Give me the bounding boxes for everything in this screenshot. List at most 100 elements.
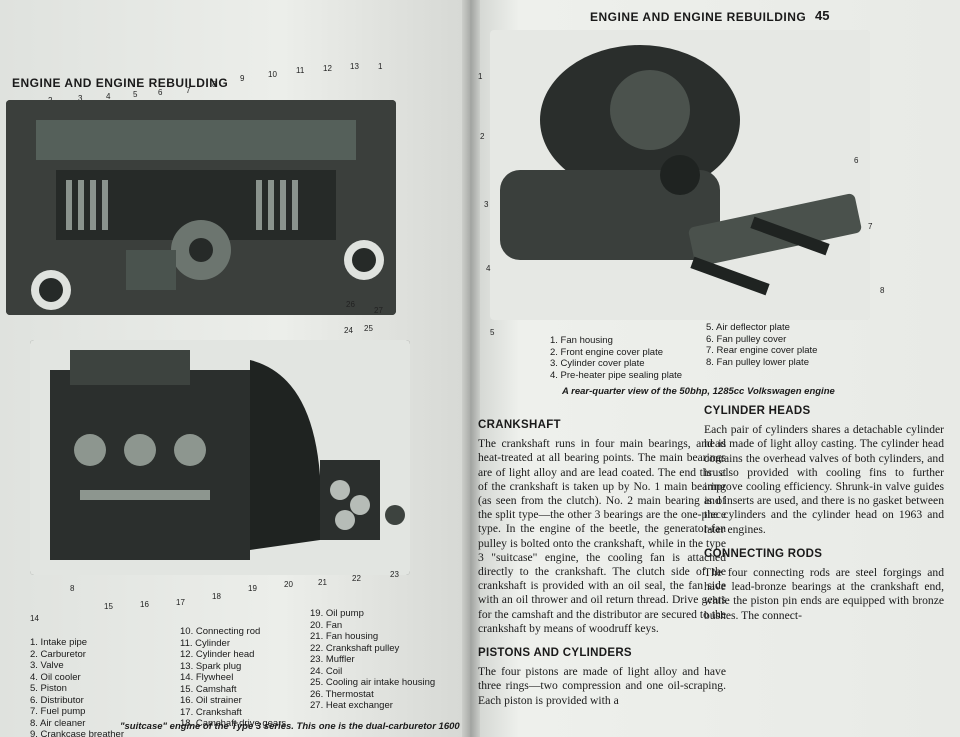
callout-number: 5 — [490, 328, 495, 337]
crankshaft-text: The crankshaft runs in four main bearing… — [478, 437, 726, 635]
callout-number: 20 — [284, 580, 293, 589]
engine-rear-quarter-figure — [490, 30, 870, 320]
legend-item: 23. Muffler — [310, 654, 355, 665]
callout-number: 12 — [323, 64, 332, 73]
legend-item: 6. Fan pulley cover — [706, 333, 787, 345]
legend-item: 8. Air cleaner — [30, 717, 86, 729]
callout-number: 3 — [484, 200, 489, 209]
legend-item: 1. Fan housing — [550, 335, 613, 346]
callout-number: 7 — [186, 86, 191, 95]
legend-item: 7. Fuel pump — [30, 706, 86, 717]
callout-number: 1 — [378, 62, 383, 71]
legend-item: 4. Oil cooler — [30, 671, 81, 683]
right-running-head: ENGINE AND ENGINE REBUILDING — [590, 10, 807, 24]
callout-number: 6 — [854, 156, 859, 165]
callout-number: 19 — [248, 584, 257, 593]
callout-number: 5 — [133, 90, 138, 99]
callout-number: 23 — [390, 570, 399, 579]
legend-item: 10. Connecting rod — [180, 626, 261, 637]
legend-item: 17. Crankshaft — [180, 706, 242, 718]
callout-number: 17 — [176, 598, 185, 607]
callout-number: 27 — [374, 306, 383, 315]
book-spine — [462, 0, 480, 737]
callout-number: 21 — [318, 578, 327, 587]
crankshaft-heading: CRANKSHAFT — [478, 419, 561, 431]
legend-item: 14. Flywheel — [180, 672, 234, 683]
legend-item: 12. Cylinder head — [180, 649, 255, 660]
legend-item: 3. Cylinder cover plate — [550, 358, 645, 369]
legend-item: 5. Air deflector plate — [706, 322, 790, 333]
legend-item: 7. Rear engine cover plate — [706, 345, 818, 356]
legend-item: 4. Pre-heater pipe sealing plate — [550, 369, 683, 381]
cylinder-heads-heading: CYLINDER HEADS — [704, 405, 811, 417]
legend-item: 8. Fan pulley lower plate — [706, 356, 809, 368]
pistons-text: The four pistons are made of light alloy… — [478, 665, 726, 707]
text-column-left: CRANKSHAFT The crankshaft runs in four m… — [478, 418, 726, 718]
legend-item: 9. Crankcase breather — [30, 729, 124, 737]
legend-item: 6. Distributor — [30, 694, 84, 706]
right-figure-caption: A rear-quarter view of the 50bhp, 1285cc… — [562, 386, 835, 397]
engine-top-cutaway-illustration — [6, 100, 396, 315]
page-number: 45 — [815, 8, 830, 23]
callout-number: 9 — [240, 74, 245, 83]
legend-item: 1. Intake pipe — [30, 637, 88, 648]
legend-item: 15. Camshaft — [180, 683, 237, 695]
engine-rear-quarter-illustration — [490, 30, 870, 320]
legend-item: 3. Valve — [30, 660, 64, 671]
callout-number: 14 — [30, 614, 39, 623]
engine-side-cutaway-figure — [30, 340, 410, 575]
callout-number: 2 — [480, 132, 485, 141]
callout-number: 25 — [364, 324, 373, 333]
legend-item: 16. Oil strainer — [180, 695, 242, 706]
legend-item: 11. Cylinder — [180, 637, 230, 649]
legend-item: 2. Front engine cover plate — [550, 346, 664, 358]
callout-number: 3 — [78, 94, 83, 103]
legend-item: 13. Spark plug — [180, 660, 242, 672]
legend-item: 22. Crankshaft pulley — [310, 642, 400, 654]
legend-item: 21. Fan housing — [310, 631, 379, 642]
callout-number: 18 — [212, 592, 221, 601]
callout-number: 8 — [212, 80, 217, 89]
text-column-right: CYLINDER HEADS Each pair of cylinders sh… — [704, 394, 944, 633]
callout-number: 1 — [478, 72, 483, 81]
legend-item: 24. Coil — [310, 665, 343, 677]
callout-number: 26 — [346, 300, 355, 309]
pistons-heading: PISTONS AND CYLINDERS — [478, 647, 632, 660]
callout-number: 13 — [350, 62, 359, 71]
engine-top-cutaway-figure — [6, 100, 396, 315]
connecting-rods-heading: CONNECTING RODS — [704, 547, 823, 560]
legend-item: 26. Thermostat — [310, 688, 374, 700]
left-running-head: ENGINE AND ENGINE REBUILDING — [12, 76, 229, 90]
legend-item: 25. Cooling air intake housing — [310, 677, 436, 688]
legend-item: 27. Heat exchanger — [310, 700, 393, 711]
callout-number: 7 — [868, 222, 873, 231]
callout-number: 24 — [344, 326, 353, 335]
connecting-rods-text: The four connecting rods are steel forgi… — [704, 566, 944, 622]
legend-item: 18. Camshaft drive gears — [180, 718, 287, 729]
callout-number: 16 — [140, 600, 149, 609]
legend-item: 2. Carburetor — [30, 648, 86, 660]
callout-number: 4 — [106, 92, 111, 101]
callout-number: 8 — [70, 584, 75, 593]
legend-item: 19. Oil pump — [310, 608, 364, 619]
callout-number: 8 — [880, 286, 885, 295]
engine-side-cutaway-illustration — [30, 340, 410, 575]
callout-number: 4 — [486, 264, 491, 273]
legend-item: 5. Piston — [30, 683, 67, 694]
callout-number: 15 — [104, 602, 113, 611]
left-figure-caption: "suitcase" engine of the Type 3 series. … — [120, 721, 460, 732]
legend-item: 20. Fan — [310, 619, 343, 631]
callout-number: 22 — [352, 574, 361, 583]
cylinder-heads-text: Each pair of cylinders shares a detachab… — [704, 423, 944, 536]
callout-number: 6 — [158, 88, 163, 97]
left-page: ENGINE AND ENGINE REBUILDING 12345678910… — [0, 0, 470, 737]
callout-number: 11 — [296, 66, 305, 75]
callout-number: 10 — [268, 70, 277, 79]
